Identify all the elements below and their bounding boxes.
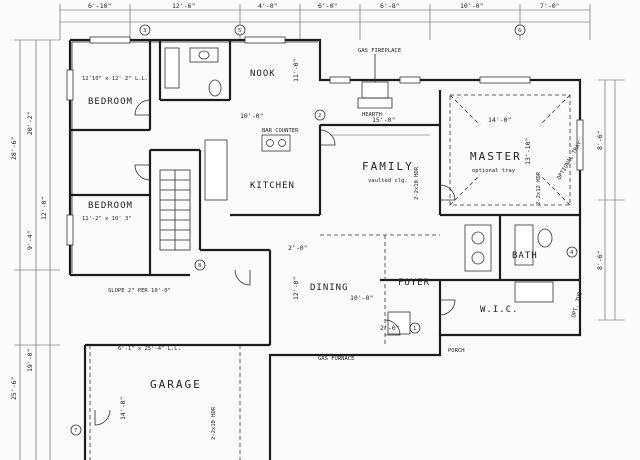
dim-top-4: 6'-0" xyxy=(318,2,338,10)
bedroom-lower-label: BEDROOM xyxy=(88,201,133,211)
master-vanity xyxy=(514,224,534,266)
header-notes: 2-2x10 HDR 2-2x12 HDR 2-2x10 HDR xyxy=(211,166,542,440)
family-header: 2-2x10 HDR xyxy=(414,166,420,200)
hall-toilet xyxy=(208,79,222,97)
windows xyxy=(66,36,584,246)
bedroom-upper-size: 12'10" x 12' 2" L.L. xyxy=(82,76,148,82)
family-note: vaulted clg. xyxy=(368,178,408,184)
right-dimension-strings: 8'-6" 8'-6" xyxy=(596,79,625,321)
dim-left-4: 9'-4" xyxy=(26,230,34,250)
optional-tub-note: OPT. TUB xyxy=(571,291,584,319)
bar-counter-note: BAR COUNTER xyxy=(262,128,299,134)
garage-label: GARAGE xyxy=(150,378,202,391)
dim-left-5: 25'-6" xyxy=(10,377,18,400)
fireplace-box xyxy=(361,81,389,99)
top-dimension-strings: 6'-10" 12'-6" 4'-0" 6'-0" 6'-8" 10'-0" 7… xyxy=(59,2,591,40)
hall-tub xyxy=(164,47,180,89)
marker-1: 3 xyxy=(143,28,146,34)
stairs xyxy=(159,169,191,251)
dim-left-3: 12'-0" xyxy=(40,197,48,220)
marker-7: 7 xyxy=(74,428,77,434)
family-label: FAMILY xyxy=(362,160,414,173)
optional-tub xyxy=(514,281,554,303)
door-swing-entry xyxy=(384,319,401,336)
door-swings xyxy=(94,99,456,426)
furnace xyxy=(387,311,411,335)
dining-label: DINING xyxy=(310,283,349,293)
marker-2: 5 xyxy=(238,28,241,34)
dim-int-8: 2'-0" xyxy=(288,244,308,252)
interior-walls xyxy=(70,40,580,345)
marker-3: 6 xyxy=(518,28,521,34)
dim-top-2: 12'-6" xyxy=(172,2,195,10)
master-toilet xyxy=(537,228,553,248)
dim-right-2: 8'-6" xyxy=(596,250,604,270)
bedroom-lower-size: 11'-2" x 10' 3" xyxy=(82,216,132,222)
dim-int-3: 10'-0" xyxy=(350,294,373,302)
dim-int-5: 10'-0" xyxy=(240,112,263,120)
dim-left-6: 19'-0" xyxy=(26,349,34,372)
master-header: 2-2x12 HDR xyxy=(536,171,542,205)
gas-furnace-note: GAS FURNACE xyxy=(318,356,354,362)
room-labels: 12'10" x 12' 2" L.L. BEDROOM BEDROOM 11'… xyxy=(82,69,538,391)
interior-dimensions: 15'-0" 14'-0" 10'-0" 13'-10" 10'-0" 11'-… xyxy=(119,59,532,420)
dim-top-7: 7'-0" xyxy=(540,2,560,10)
garage-header: 2-2x10 HDR xyxy=(211,406,217,440)
dim-top-5: 6'-8" xyxy=(380,2,400,10)
bath-label: BATH xyxy=(512,251,538,261)
dim-int-4: 13'-10" xyxy=(524,138,532,165)
door-swing-garage xyxy=(94,409,111,426)
dim-top-1: 6'-10" xyxy=(88,2,111,10)
dim-top-3: 4'-0" xyxy=(258,2,278,10)
foyer-label: FOYER xyxy=(398,278,430,288)
marker-6: 4 xyxy=(570,250,574,256)
hearth xyxy=(357,97,393,109)
wic-label: W.I.C. xyxy=(480,305,519,315)
door-swing-bedroom-upper xyxy=(134,99,151,116)
dim-int-1: 15'-0" xyxy=(372,116,395,124)
hearth-note: HEARTH xyxy=(362,112,382,118)
exterior-walls xyxy=(68,38,582,460)
garage-slope-note: SLOPE 2" PER 10'-0" xyxy=(108,288,171,294)
fixtures xyxy=(164,47,554,335)
markers: 3 5 6 1 2 4 7 8 xyxy=(70,24,578,436)
door-swing-bedroom-lower xyxy=(134,164,151,181)
dashed-beams xyxy=(89,94,571,460)
porch-note: PORCH xyxy=(448,348,465,354)
marker-8: 8 xyxy=(198,263,201,269)
dim-int-10: 2'-0" xyxy=(380,324,400,332)
nook-label: NOOK xyxy=(250,69,276,79)
marker-4: 1 xyxy=(413,326,416,332)
dim-int-7: 12'-0" xyxy=(292,277,300,300)
dim-left-2: 20'-2" xyxy=(26,112,34,135)
bedroom-upper-label: BEDROOM xyxy=(88,97,133,107)
dim-right-1: 8'-6" xyxy=(596,130,604,150)
gas-fireplace-note: GAS FIREPLACE xyxy=(358,48,401,54)
dim-left-1: 28'-6" xyxy=(10,137,18,160)
bar-counter-top xyxy=(261,134,291,152)
kitchen-counter xyxy=(204,139,228,201)
master-note: optional tray xyxy=(472,168,516,174)
dim-int-9: 14'-0" xyxy=(119,397,127,420)
dim-int-6: 11'-0" xyxy=(292,59,300,82)
dim-int-2: 14'-0" xyxy=(488,116,511,124)
dim-top-6: 10'-0" xyxy=(460,2,483,10)
kitchen-label: KITCHEN xyxy=(250,181,295,191)
left-dimension-strings: 28'-6" 20'-2" 12'-0" 9'-4" 25'-6" 19'-0" xyxy=(10,39,60,460)
master-label: MASTER xyxy=(470,150,522,163)
garage-size: 6'-1" x 25'-4" L.L. xyxy=(118,346,181,352)
marker-5: 2 xyxy=(318,113,321,119)
